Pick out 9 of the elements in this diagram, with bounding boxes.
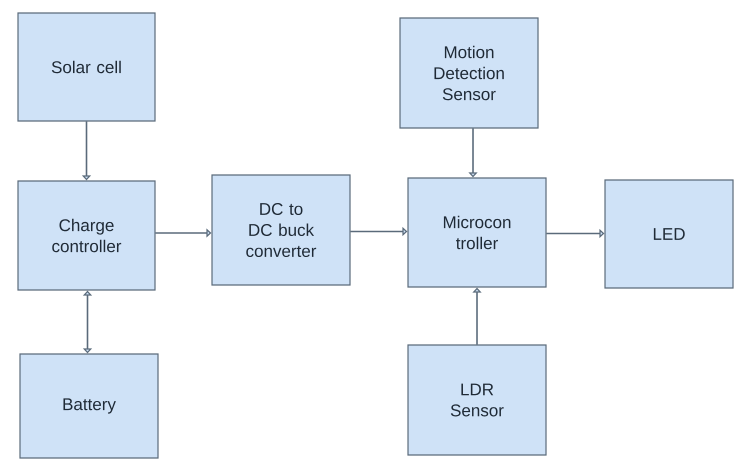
block-box: DC to DC buck converter — [211, 174, 351, 286]
block-box: Solar cell — [17, 12, 156, 122]
block-box: Battery — [19, 353, 159, 459]
block-box: LED — [604, 179, 734, 289]
block-box: Microcon troller — [407, 177, 547, 288]
block-box: LDR Sensor — [407, 344, 547, 456]
block-arrow — [82, 290, 92, 354]
block-box: Motion Detection Sensor — [399, 17, 539, 129]
block-box: Charge controller — [17, 180, 156, 291]
